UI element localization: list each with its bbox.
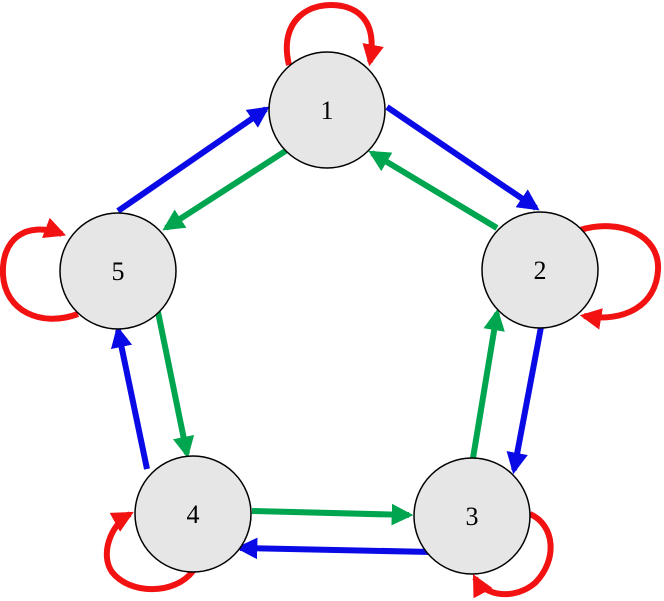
edge-3-to-4 — [235, 537, 433, 560]
node-4-label: 4 — [187, 500, 200, 529]
node-4: 4 — [134, 455, 252, 573]
edge-1-to-2 — [385, 104, 540, 211]
node-5-circle — [59, 212, 177, 330]
edge-4-to-3 — [251, 503, 414, 526]
nodes-layer: 1 2 3 4 5 — [59, 51, 599, 575]
self-loop-3 — [472, 511, 554, 599]
node-1-circle — [268, 51, 386, 169]
node-1-label: 1 — [321, 96, 334, 125]
edge-5-to-1 — [116, 106, 270, 214]
node-5: 5 — [59, 212, 177, 330]
edge-4-to-5 — [110, 325, 150, 470]
node-3: 3 — [413, 457, 531, 575]
edge-3-to-2 — [470, 308, 505, 459]
edge-2-to-3 — [506, 326, 544, 475]
edge-1-to-5 — [162, 147, 289, 231]
self-loop-2 — [579, 223, 662, 330]
edge-5-to-4 — [155, 311, 195, 459]
node-2-label: 2 — [534, 256, 547, 285]
node-2: 2 — [481, 211, 599, 329]
edge-2-to-1 — [368, 150, 499, 231]
self-loop-1 — [284, 2, 384, 67]
node-2-circle — [481, 211, 599, 329]
node-4-circle — [134, 455, 252, 573]
self-loop-5 — [0, 217, 80, 322]
node-1: 1 — [268, 51, 386, 169]
self-loop-4 — [103, 511, 196, 593]
node-3-label: 3 — [466, 502, 479, 531]
node-3-circle — [413, 457, 531, 575]
node-5-label: 5 — [112, 257, 125, 286]
